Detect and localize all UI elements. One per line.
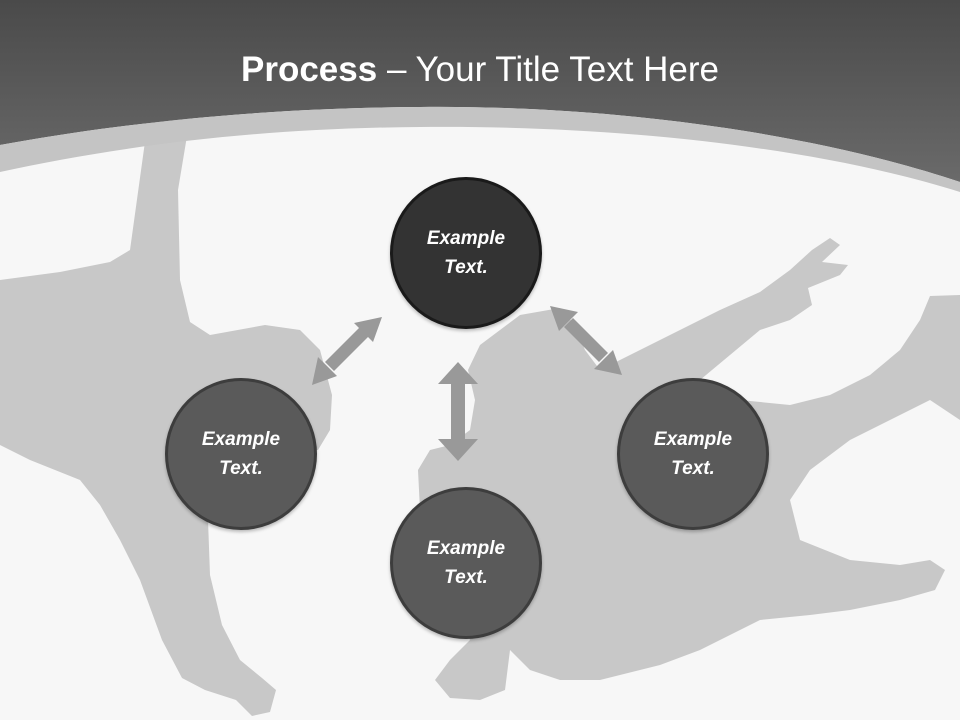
double-arrow-upper-left — [312, 317, 382, 385]
double-arrow-vertical — [438, 362, 478, 461]
process-node-bottom: Example Text. — [390, 487, 542, 639]
left-dancer-silhouette — [0, 118, 332, 716]
header-arc — [0, 106, 960, 192]
node-right-label: Example Text. — [653, 429, 733, 479]
slide-title: Process – Your Title Text Here — [0, 50, 960, 90]
process-node-left: Example Text. — [165, 378, 317, 530]
left-dancer-arm — [112, 420, 170, 500]
double-arrow-upper-right — [550, 306, 622, 375]
process-node-top: Example Text. — [390, 177, 542, 329]
header-band — [0, 0, 960, 182]
title-rest: – Your Title Text Here — [377, 50, 719, 89]
title-bold: Process — [241, 50, 378, 89]
process-node-right: Example Text. — [617, 378, 769, 530]
node-bottom-label: Example Text. — [426, 538, 506, 588]
node-top-label: Example Text. — [426, 228, 506, 278]
node-left-label: Example Text. — [201, 429, 281, 479]
